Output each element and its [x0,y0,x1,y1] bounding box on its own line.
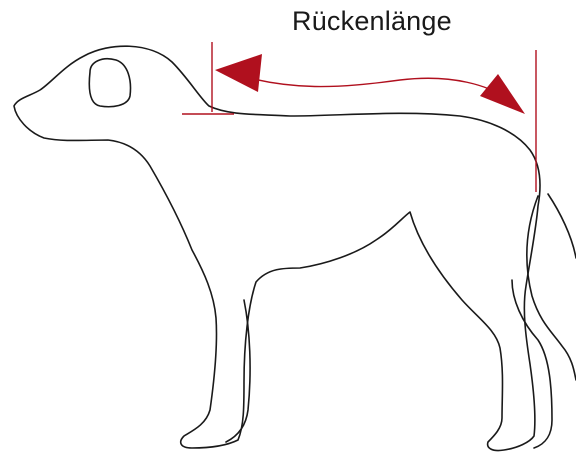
dog-body-outline [13,45,541,452]
arrow-head-right [480,74,525,114]
arrow-head-left [215,54,262,92]
back-length-label: Rückenlänge [292,6,452,36]
dog-tail [526,193,576,381]
dog-front-inner-leg [225,299,251,443]
back-length-curve [227,71,517,105]
dog-hind-inner-leg [511,279,553,449]
dog-ear [88,57,132,108]
